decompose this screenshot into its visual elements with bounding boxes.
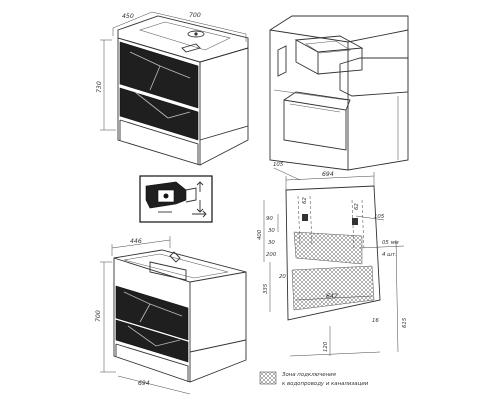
isometric-view-with-basin: 450 700 730 (96, 11, 249, 166)
wall-dim-right-105: 105 (374, 214, 385, 220)
wall-dim-pipe-b-62: 62 (354, 203, 360, 210)
dim-depth-450: 450 (122, 13, 134, 20)
wall-dim-200: 200 (266, 252, 277, 258)
isometric-view-internal (269, 15, 409, 171)
wall-dim-90: 90 (266, 216, 273, 222)
legend: Зона подключения к водопроводу и канализ… (259, 371, 369, 387)
dim-height-700: 700 (95, 310, 102, 322)
wall-dim-pipe-a-62: 62 (302, 197, 308, 204)
wall-dim-30a: 30 (268, 228, 275, 234)
dim-depth-446: 446 (130, 238, 142, 245)
connection-zone-upper (293, 231, 363, 265)
wall-dim-20: 20 (279, 274, 286, 280)
wall-dim-120: 120 (323, 341, 329, 352)
wall-dim-30b: 30 (268, 240, 275, 246)
dim-width-700: 700 (189, 12, 201, 19)
wall-connection-diagram: 694 105 105 62 62 400 90 30 30 200 335 2… (257, 162, 408, 357)
wall-dim-400: 400 (257, 229, 263, 240)
isometric-view-dimensions: 446 700 694 (95, 236, 247, 395)
legend-line-1: Зона подключения (282, 372, 337, 378)
legend-hatch-swatch (259, 371, 277, 385)
wall-dim-642: 642 (326, 293, 338, 300)
wall-dim-16: 16 (372, 318, 379, 324)
mount-hole-size: 05 мм (382, 240, 399, 246)
connection-zone-lower (291, 265, 375, 311)
wall-dim-left-105: 105 (273, 162, 284, 168)
legend-line-2: к водопроводу и канализации (282, 381, 369, 387)
dim-width-694: 694 (138, 380, 150, 387)
wall-dim-335: 335 (263, 283, 269, 294)
mount-hole-count: 4 шт. (382, 252, 397, 258)
mounting-bracket-detail (139, 175, 213, 223)
wall-dim-615: 615 (402, 317, 408, 328)
wall-dim-width-694: 694 (322, 171, 334, 178)
dim-height-730: 730 (96, 81, 103, 93)
